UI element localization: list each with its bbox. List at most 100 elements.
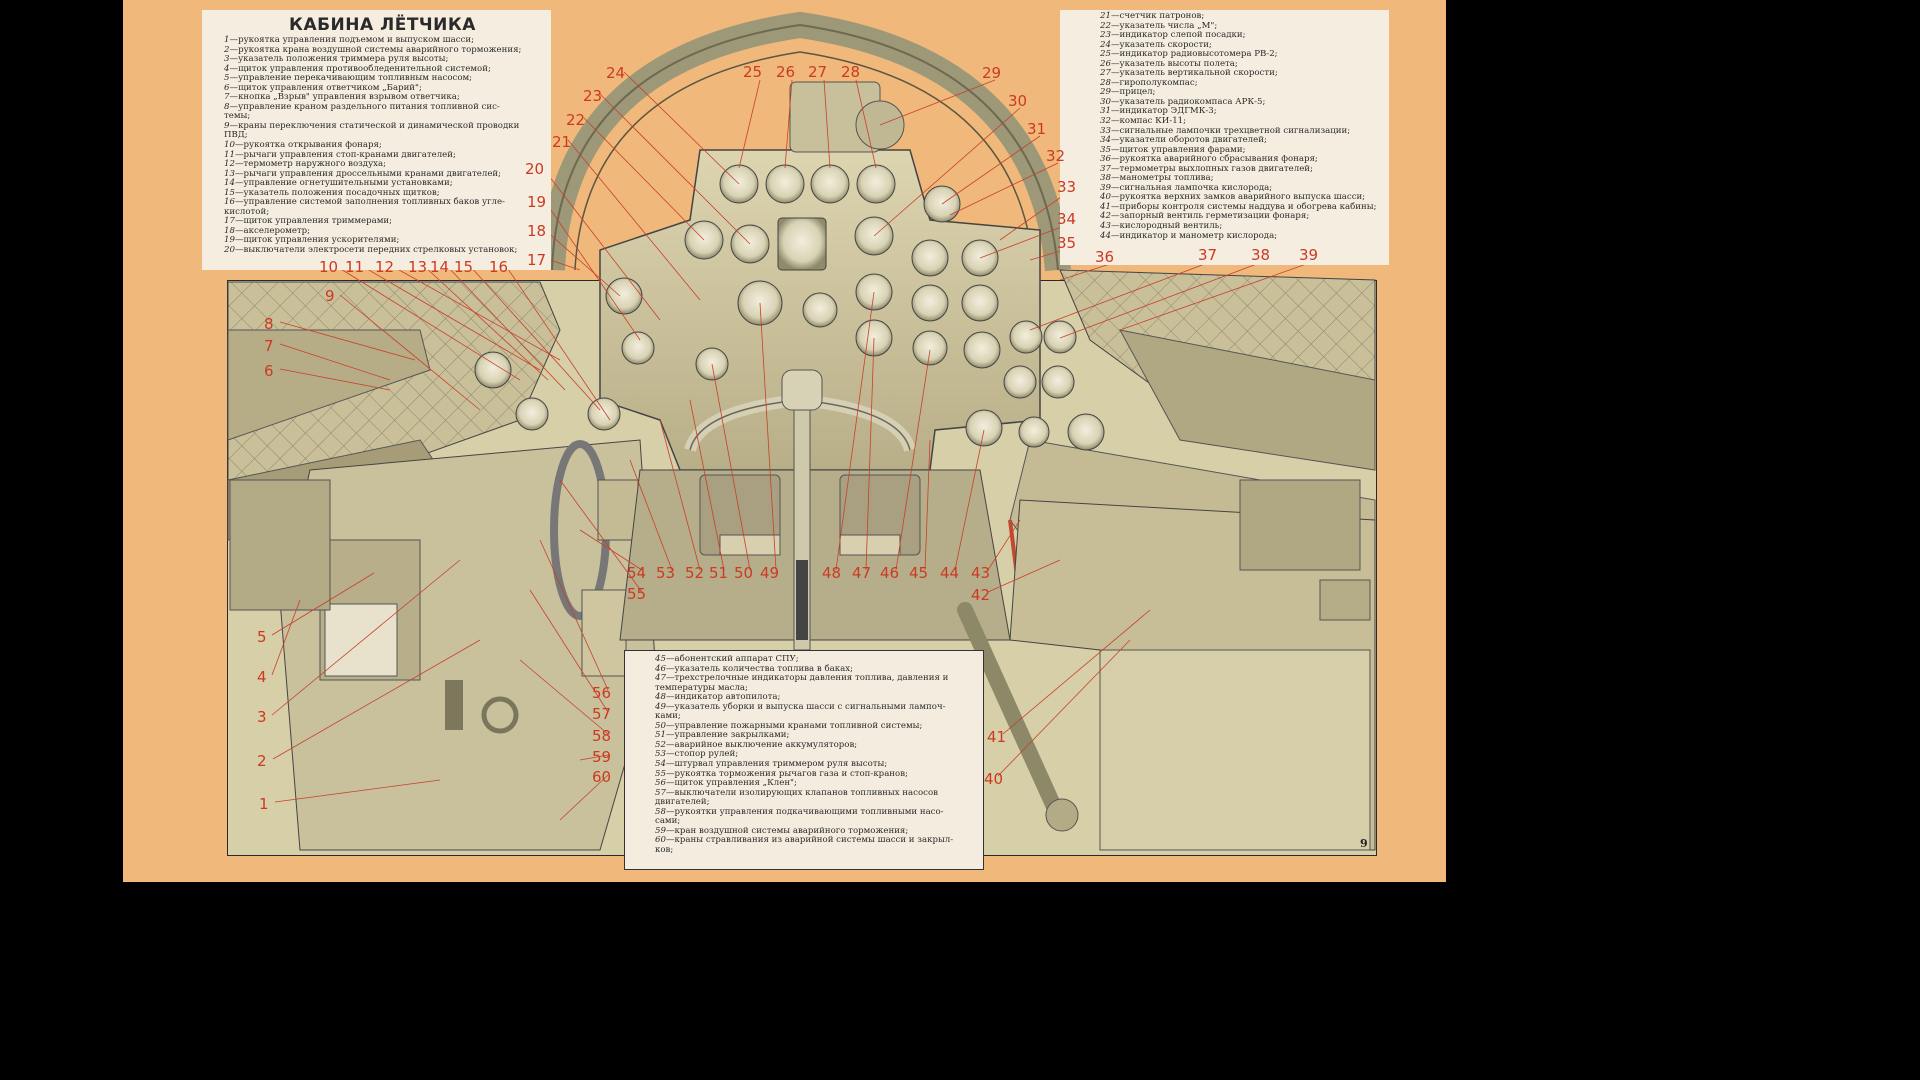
legend-item-number: 13 bbox=[224, 168, 235, 179]
legend-item: 11—рычаги управления стоп-кранами двигат… bbox=[224, 150, 541, 161]
legend-item-number: 59 bbox=[655, 825, 666, 836]
legend-item-text: —счетчик патронов; bbox=[1110, 11, 1205, 21]
legend-item-number: 39 bbox=[1100, 182, 1111, 193]
legend-item-text: —кислородный вентиль; bbox=[1110, 221, 1223, 232]
legend-item-text: —индикатор автопилота; bbox=[665, 692, 781, 703]
legend-item-text: —щиток управления противообледенительной… bbox=[229, 63, 491, 74]
legend-item-number: 22 bbox=[1100, 20, 1111, 31]
legend-item-number: 37 bbox=[1100, 163, 1111, 174]
callout-number: 32 bbox=[1046, 147, 1066, 165]
legend-item: 16—управление системой заполнения топлив… bbox=[224, 198, 541, 208]
callout-number: 16 bbox=[489, 258, 509, 276]
legend-bottom: 45—абонентский аппарат СПУ;46—указатель … bbox=[624, 650, 984, 870]
legend-item: 34—указатели оборотов двигателей; bbox=[1100, 135, 1383, 146]
legend-item: 3—указатель положения триммера руля высо… bbox=[224, 54, 541, 65]
legend-item-number: 23 bbox=[1100, 30, 1111, 41]
callout-number: 9 bbox=[325, 287, 335, 305]
callout-number: 41 bbox=[987, 728, 1007, 746]
legend-item-text: —краны переключения статической и динами… bbox=[229, 120, 520, 131]
legend-item: 19—щиток управления ускорителями; bbox=[224, 236, 541, 246]
legend-top-right: 21—счетчик патронов;22—указатель числа „… bbox=[1060, 10, 1389, 265]
legend-item-number: 28 bbox=[1100, 77, 1111, 88]
legend-item: 39—сигнальная лампочка кислорода; bbox=[1100, 182, 1383, 194]
legend-item-text: —рукоятка крана воздушной системы аварий… bbox=[229, 44, 522, 55]
legend-item: 23—индикатор слепой посадки; bbox=[1100, 30, 1383, 41]
legend-item-text: сами; bbox=[655, 816, 681, 827]
legend-item: 48—индикатор автопилота; bbox=[655, 692, 977, 703]
legend-item: 52—аварийное выключение аккумуляторов; bbox=[655, 739, 977, 751]
legend-item-text: —управление закрылками; bbox=[665, 730, 790, 741]
callout-number: 4 bbox=[257, 668, 267, 686]
legend-item-number: 8 bbox=[224, 101, 230, 112]
legend-item-text: —управление огнетушительными установками… bbox=[234, 178, 453, 189]
callout-number: 42 bbox=[971, 586, 991, 604]
legend-item-number: 19 bbox=[224, 235, 235, 246]
legend-item-text: —указатель радиокомпаса АРК-5; bbox=[1110, 96, 1266, 107]
legend-item: 8—управление краном раздельного питания … bbox=[224, 101, 541, 113]
legend-item: кислотой; bbox=[224, 207, 541, 218]
legend-item-text: —кнопка „Взрыв" управления взрывом ответ… bbox=[229, 92, 460, 103]
callout-number: 38 bbox=[1251, 246, 1271, 264]
callout-number: 51 bbox=[709, 564, 729, 582]
legend-item-text: —щиток управления ускорителями; bbox=[234, 235, 400, 246]
legend-item-text: —рукоятка торможения рычагов газа и стоп… bbox=[665, 768, 908, 779]
callout-number: 20 bbox=[525, 160, 545, 178]
legend-list-45-60: 45—абонентский аппарат СПУ;46—указатель … bbox=[655, 654, 977, 856]
legend-item-text: —аварийное выключение аккумуляторов; bbox=[665, 739, 858, 750]
callout-number: 59 bbox=[592, 748, 612, 766]
legend-item-number: 10 bbox=[224, 140, 235, 151]
legend-item-text: —указатель положения триммера руля высот… bbox=[229, 54, 449, 65]
legend-item-number: 6 bbox=[224, 82, 230, 93]
callout-number: 35 bbox=[1057, 234, 1077, 252]
legend-item-text: —щиток управления фарами; bbox=[1110, 144, 1246, 155]
legend-item-number: 46 bbox=[655, 663, 666, 674]
floor-and-pedals bbox=[619, 469, 1011, 641]
legend-item-text: ПВД; bbox=[224, 130, 248, 141]
legend-item-text: —термометр наружного воздуха; bbox=[234, 159, 387, 170]
callout-number: 45 bbox=[909, 564, 929, 582]
legend-item-text: —трехстрелочные индикаторы давления топл… bbox=[665, 673, 949, 684]
legend-item-text: —краны стравливания из аварийной системы… bbox=[665, 835, 954, 846]
legend-item-number: 41 bbox=[1100, 201, 1111, 212]
legend-item-number: 34 bbox=[1100, 135, 1111, 146]
callout-number: 14 bbox=[430, 258, 450, 276]
legend-item-number: 9 bbox=[224, 120, 230, 131]
legend-item-text: —щиток управления „Клен"; bbox=[665, 778, 797, 789]
callout-number: 19 bbox=[527, 193, 547, 211]
callout-number: 31 bbox=[1027, 120, 1047, 138]
legend-item-text: —сигнальная лампочка кислорода; bbox=[1110, 182, 1273, 193]
legend-item-number: 58 bbox=[655, 806, 666, 817]
legend-item: 47—трехстрелочные индикаторы давления то… bbox=[655, 673, 977, 684]
legend-item-text: —указатели оборотов двигателей; bbox=[1110, 135, 1267, 146]
legend-item-text: —приборы контроля системы наддува и обог… bbox=[1110, 201, 1377, 212]
legend-item: ков; bbox=[655, 845, 977, 856]
legend-item: 56—щиток управления „Клен"; bbox=[655, 778, 977, 789]
legend-item: 37—термометры выхлопных газов двигателей… bbox=[1100, 163, 1383, 175]
callout-number: 56 bbox=[592, 684, 612, 702]
callout-number: 26 bbox=[776, 63, 796, 81]
legend-item-number: 29 bbox=[1100, 87, 1111, 98]
legend-item-number: 27 bbox=[1100, 68, 1111, 79]
callout-number: 7 bbox=[264, 337, 274, 355]
legend-item-text: —манометры топлива; bbox=[1110, 173, 1214, 184]
legend-item: 59—кран воздушной системы аварийного тор… bbox=[655, 825, 977, 837]
callout-number: 8 bbox=[264, 315, 274, 333]
legend-item: 32—компас КИ-11; bbox=[1100, 116, 1383, 127]
legend-item-number: 20 bbox=[224, 245, 235, 256]
legend-item-text: —компас КИ-11; bbox=[1110, 116, 1187, 127]
left-console bbox=[229, 439, 656, 851]
legend-item-number: 40 bbox=[1100, 192, 1111, 203]
legend-item: 31—индикатор ЭДГМК-3; bbox=[1100, 107, 1383, 117]
legend-item-number: 2 bbox=[224, 44, 230, 55]
legend-item: 6—щиток управления ответчиком „Барий"; bbox=[224, 82, 541, 94]
legend-item-text: —указатель уборки и выпуска шасси с сигн… bbox=[665, 701, 946, 712]
legend-item: 26—указатель высоты полета; bbox=[1100, 58, 1383, 70]
callout-number: 27 bbox=[808, 63, 828, 81]
legend-item: 49—указатель уборки и выпуска шасси с си… bbox=[655, 701, 977, 713]
callout-number: 58 bbox=[592, 727, 612, 745]
legend-item-text: —гирополукомпас; bbox=[1110, 77, 1198, 88]
callout-number: 11 bbox=[345, 258, 365, 276]
legend-item-text: темы; bbox=[224, 111, 251, 122]
legend-item-text: —указатель высоты полета; bbox=[1110, 58, 1238, 69]
legend-item: 4—щиток управления противообледенительно… bbox=[224, 63, 541, 75]
